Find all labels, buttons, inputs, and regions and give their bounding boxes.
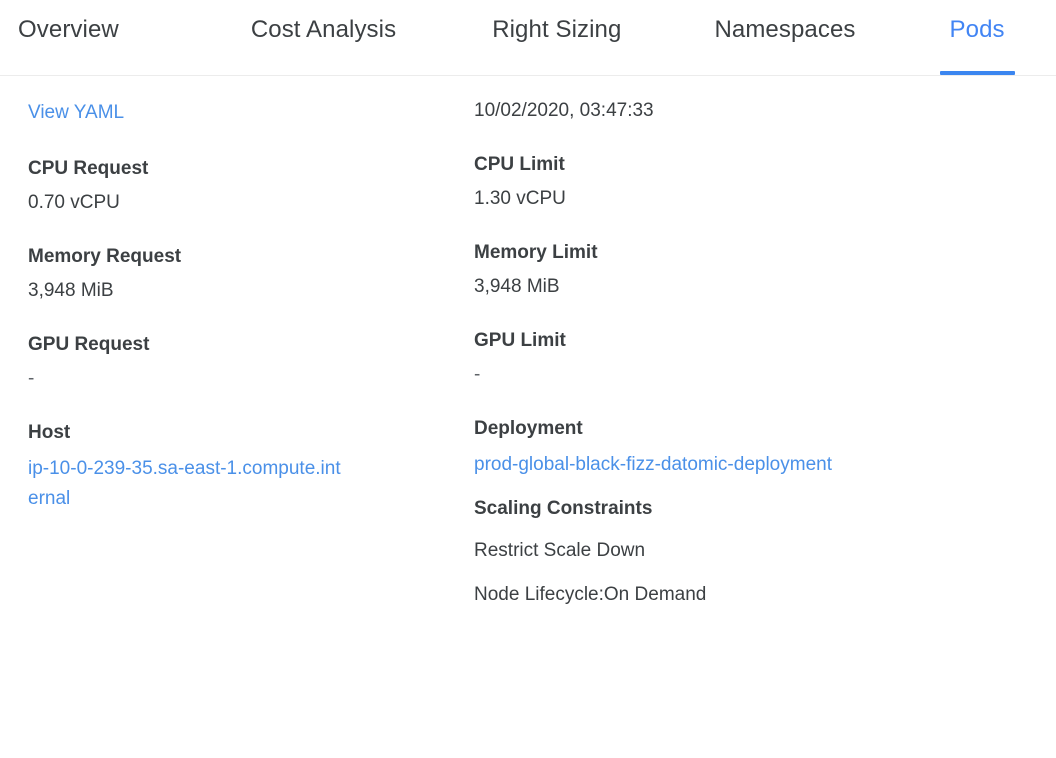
gpu-limit-value: -: [474, 364, 481, 385]
spacer: [28, 444, 464, 454]
host-link[interactable]: ip-10-0-239-35.sa-east-1.compute.interna…: [28, 458, 341, 509]
gpu-request-label: GPU Request: [28, 334, 150, 355]
details-grid: View YAML CPU Request 0.70 vCPU Memory R…: [0, 76, 1056, 608]
tab-overview[interactable]: Overview: [0, 0, 119, 75]
tab-cost-analysis-label: Cost Analysis: [250, 16, 397, 43]
field-cpu-limit: CPU Limit 1.30 vCPU: [474, 154, 928, 212]
spacer: [474, 264, 928, 274]
spacer: [474, 520, 928, 538]
tab-bar: Overview Cost Analysis Right Sizing Name…: [0, 0, 1056, 76]
tab-list: Overview Cost Analysis Right Sizing Name…: [0, 0, 1056, 75]
details-right-column: 10/02/2020, 03:47:33 CPU Limit 1.30 vCPU…: [464, 76, 928, 608]
tab-right-sizing[interactable]: Right Sizing: [396, 0, 621, 75]
spacer: [474, 564, 928, 582]
tab-overview-label: Overview: [18, 16, 119, 43]
memory-request-label: Memory Request: [28, 246, 182, 267]
deployment-link[interactable]: prod-global-black-fizz-datomic-deploymen…: [474, 454, 832, 475]
spacer: [474, 176, 928, 186]
gpu-request-value: -: [28, 368, 35, 389]
tab-cost-analysis[interactable]: Cost Analysis: [119, 0, 396, 75]
cpu-limit-value: 1.30 vCPU: [474, 188, 566, 209]
spacer: [28, 216, 464, 246]
cpu-request-value: 0.70 vCPU: [28, 192, 120, 213]
tab-right-sizing-label: Right Sizing: [492, 16, 622, 43]
view-yaml-link[interactable]: View YAML: [28, 102, 125, 123]
spacer: [474, 300, 928, 330]
tab-namespaces[interactable]: Namespaces: [621, 0, 855, 75]
scaling-constraints-section: Scaling Constraints Restrict Scale Down …: [474, 498, 928, 608]
field-host: Host ip-10-0-239-35.sa-east-1.compute.in…: [28, 422, 464, 514]
view-yaml-row: View YAML: [28, 76, 464, 128]
tab-active-underline: [939, 71, 1015, 75]
field-gpu-request: GPU Request -: [28, 334, 464, 392]
gpu-limit-label: GPU Limit: [474, 330, 566, 351]
memory-request-value: 3,948 MiB: [28, 280, 114, 301]
field-deployment: Deployment prod-global-black-fizz-datomi…: [474, 418, 928, 480]
deployment-label: Deployment: [474, 418, 583, 439]
spacer: [474, 388, 928, 418]
timestamp-row: 10/02/2020, 03:47:33: [474, 76, 928, 124]
scaling-constraint-item: Node Lifecycle:On Demand: [474, 584, 707, 605]
spacer: [28, 268, 464, 278]
memory-limit-label: Memory Limit: [474, 242, 598, 263]
spacer: [28, 180, 464, 190]
spacer: [28, 392, 464, 422]
spacer: [28, 128, 464, 158]
tab-pods-label: Pods: [949, 16, 1005, 43]
pod-timestamp: 10/02/2020, 03:47:33: [474, 100, 654, 121]
cpu-request-label: CPU Request: [28, 158, 149, 179]
spacer: [474, 440, 928, 450]
field-cpu-request: CPU Request 0.70 vCPU: [28, 158, 464, 216]
details-left-column: View YAML CPU Request 0.70 vCPU Memory R…: [0, 76, 464, 608]
cpu-limit-label: CPU Limit: [474, 154, 565, 175]
spacer: [474, 352, 928, 362]
spacer: [474, 212, 928, 242]
scaling-constraint-item: Restrict Scale Down: [474, 540, 646, 561]
spacer: [474, 124, 928, 154]
memory-limit-value: 3,948 MiB: [474, 276, 560, 297]
spacer: [28, 304, 464, 334]
scaling-constraints-heading: Scaling Constraints: [474, 498, 653, 519]
field-gpu-limit: GPU Limit -: [474, 330, 928, 388]
host-label: Host: [28, 422, 71, 443]
field-memory-limit: Memory Limit 3,948 MiB: [474, 242, 928, 300]
tab-pods[interactable]: Pods: [856, 0, 1015, 75]
spacer: [28, 356, 464, 366]
tab-namespaces-label: Namespaces: [714, 16, 856, 43]
pod-details-panel: View YAML CPU Request 0.70 vCPU Memory R…: [0, 76, 1056, 608]
field-memory-request: Memory Request 3,948 MiB: [28, 246, 464, 304]
spacer: [474, 480, 928, 498]
